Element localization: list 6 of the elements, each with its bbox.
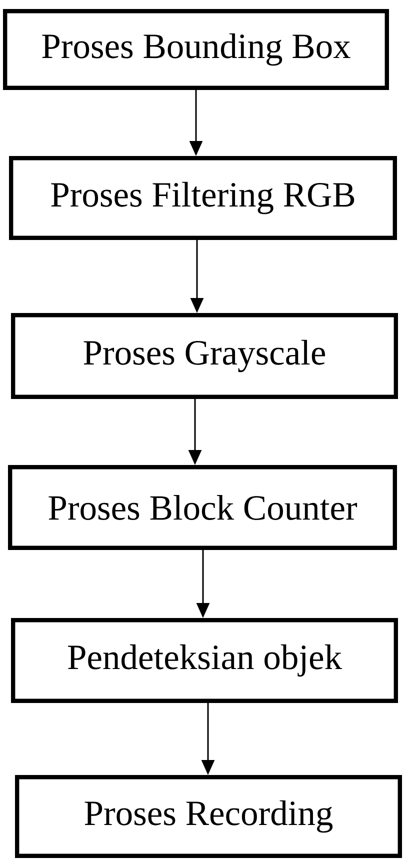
process-box: Proses Bounding Box (3, 9, 389, 90)
process-box: Proses Grayscale (11, 313, 398, 399)
process-box: Pendeteksian objek (11, 618, 398, 703)
process-box: Proses Filtering RGB (9, 156, 397, 240)
process-box: Proses Recording (15, 775, 402, 858)
process-box: Proses Block Counter (8, 465, 397, 550)
